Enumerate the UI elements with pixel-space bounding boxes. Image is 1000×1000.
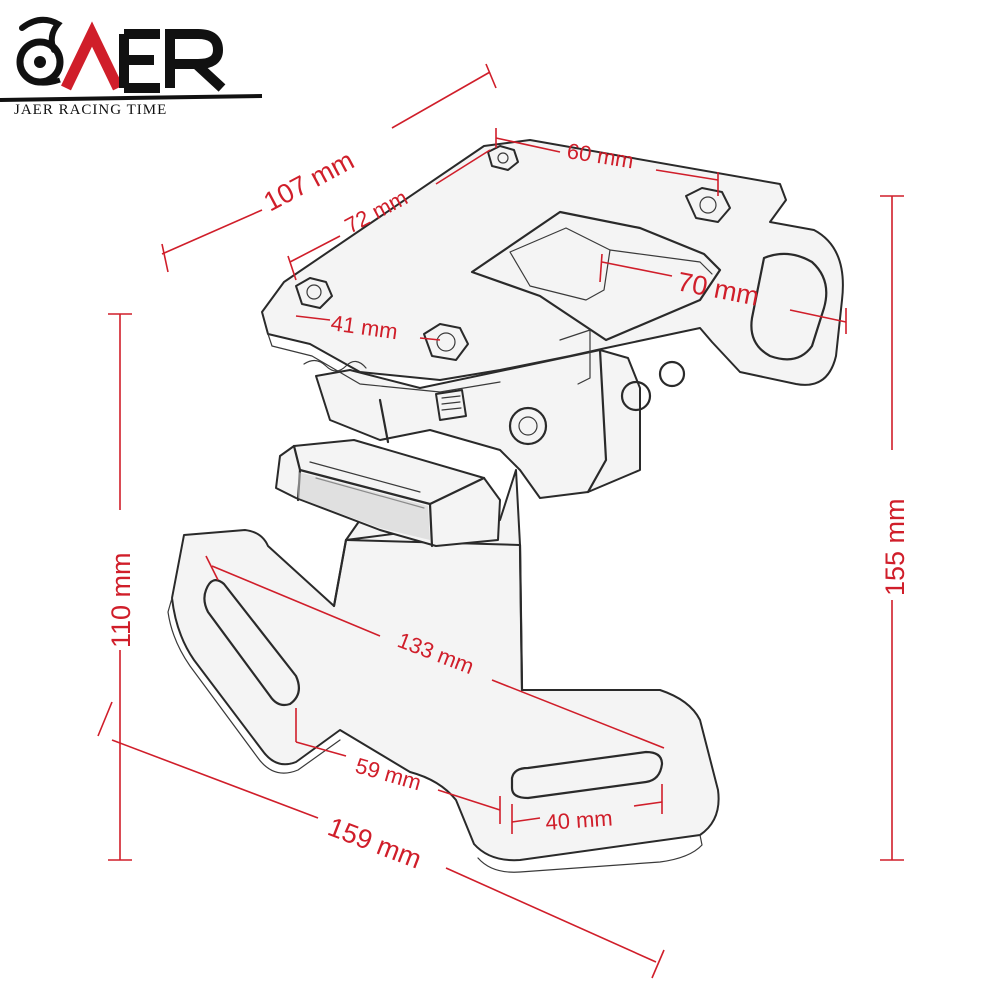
top-plate-window bbox=[470, 210, 722, 342]
label-40mm: 40 mm bbox=[545, 805, 614, 835]
label-59mm: 59 mm bbox=[353, 753, 425, 796]
label-41mm: 41 mm bbox=[329, 310, 399, 344]
brand-tagline: JAER RACING TIME bbox=[14, 102, 168, 118]
label-133mm: 133 mm bbox=[394, 627, 477, 679]
label-155mm: 155 mm bbox=[880, 498, 910, 596]
label-72mm: 72 mm bbox=[341, 185, 412, 239]
label-159mm: 159 mm bbox=[324, 812, 426, 875]
right-slot bbox=[510, 750, 664, 800]
nut-icon bbox=[295, 145, 731, 361]
left-slot bbox=[203, 579, 301, 707]
label-110mm: 110 mm bbox=[106, 552, 136, 648]
label-107mm: 107 mm bbox=[259, 145, 359, 217]
logo-wordmark-icon bbox=[61, 21, 226, 93]
label-70mm: 70 mm bbox=[675, 266, 762, 311]
logo-emblem-icon bbox=[16, 16, 64, 86]
label-60mm: 60 mm bbox=[565, 138, 635, 173]
ear-slot bbox=[750, 252, 828, 361]
mount-bolt-icon bbox=[508, 406, 548, 446]
logo-underline bbox=[0, 94, 263, 102]
